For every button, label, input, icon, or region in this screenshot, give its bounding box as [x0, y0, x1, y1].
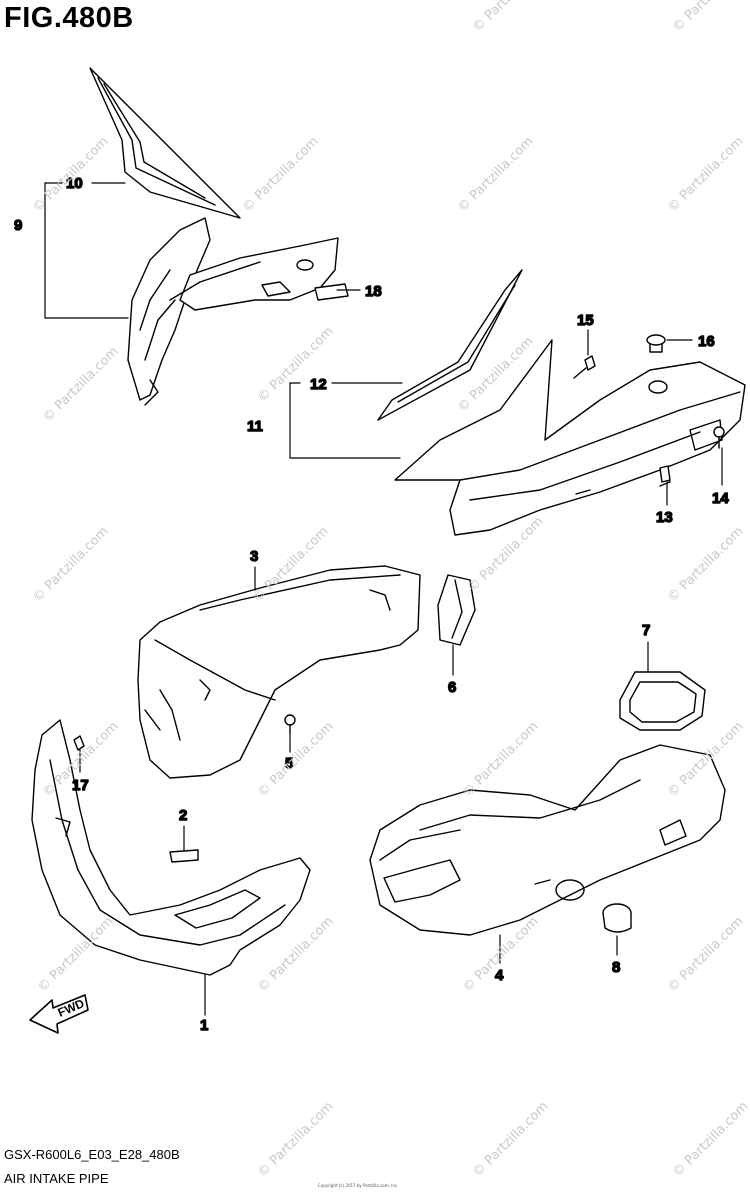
callout-8: 8 [612, 959, 620, 976]
callout-3: 3 [250, 548, 258, 565]
callout-5: 5 [285, 755, 293, 772]
callout-9: 9 [14, 217, 22, 234]
diagram-code: GSX-R600L6_E03_E28_480B [4, 1147, 180, 1162]
callout-17: 17 [72, 777, 89, 794]
callout-13: 13 [656, 509, 673, 526]
callout-16: 16 [698, 333, 715, 350]
part-16-grommet[interactable] [646, 334, 666, 353]
part-11-side-panel[interactable] [394, 339, 746, 536]
leader-lines [44, 182, 723, 1016]
part-9-duct-assembly[interactable] [127, 217, 339, 406]
part-4-intake-pipe[interactable] [369, 744, 726, 936]
figure-title: FIG.480B [4, 2, 134, 34]
part-7-seal[interactable] [619, 671, 706, 731]
part-5-screw[interactable] [284, 714, 296, 734]
part-1-front-cover[interactable] [31, 719, 311, 976]
callout-11: 11 [247, 418, 263, 435]
part-3-intake-pipe[interactable] [137, 565, 421, 779]
part-17-screw[interactable] [73, 735, 85, 751]
part-12-trim[interactable] [377, 269, 523, 421]
part-18-tape[interactable] [314, 283, 349, 301]
callout-2: 2 [179, 807, 187, 824]
callout-10: 10 [66, 175, 83, 192]
callout-12: 12 [310, 376, 327, 393]
part-15-screw[interactable] [573, 355, 596, 379]
part-2-tape[interactable] [169, 849, 199, 863]
callout-7: 7 [642, 622, 650, 639]
diagram-name: AIR INTAKE PIPE [4, 1171, 109, 1186]
callout-4: 4 [495, 967, 504, 984]
part-13-clip[interactable] [659, 465, 671, 483]
part-14-screw[interactable] [713, 426, 725, 449]
part-8-grommet[interactable] [602, 903, 632, 933]
fwd-arrow-icon [29, 994, 89, 1034]
callout-18: 18 [365, 283, 382, 300]
callout-15: 15 [577, 312, 594, 329]
callout-1: 1 [200, 1017, 208, 1034]
copyright-note: Copyright (c) 2017 by Partzilla.com, Inc… [318, 1183, 399, 1188]
part-6-seal[interactable] [437, 574, 476, 646]
callout-6: 6 [448, 679, 456, 696]
part-10-trim[interactable] [89, 67, 241, 219]
callout-14: 14 [712, 490, 729, 507]
